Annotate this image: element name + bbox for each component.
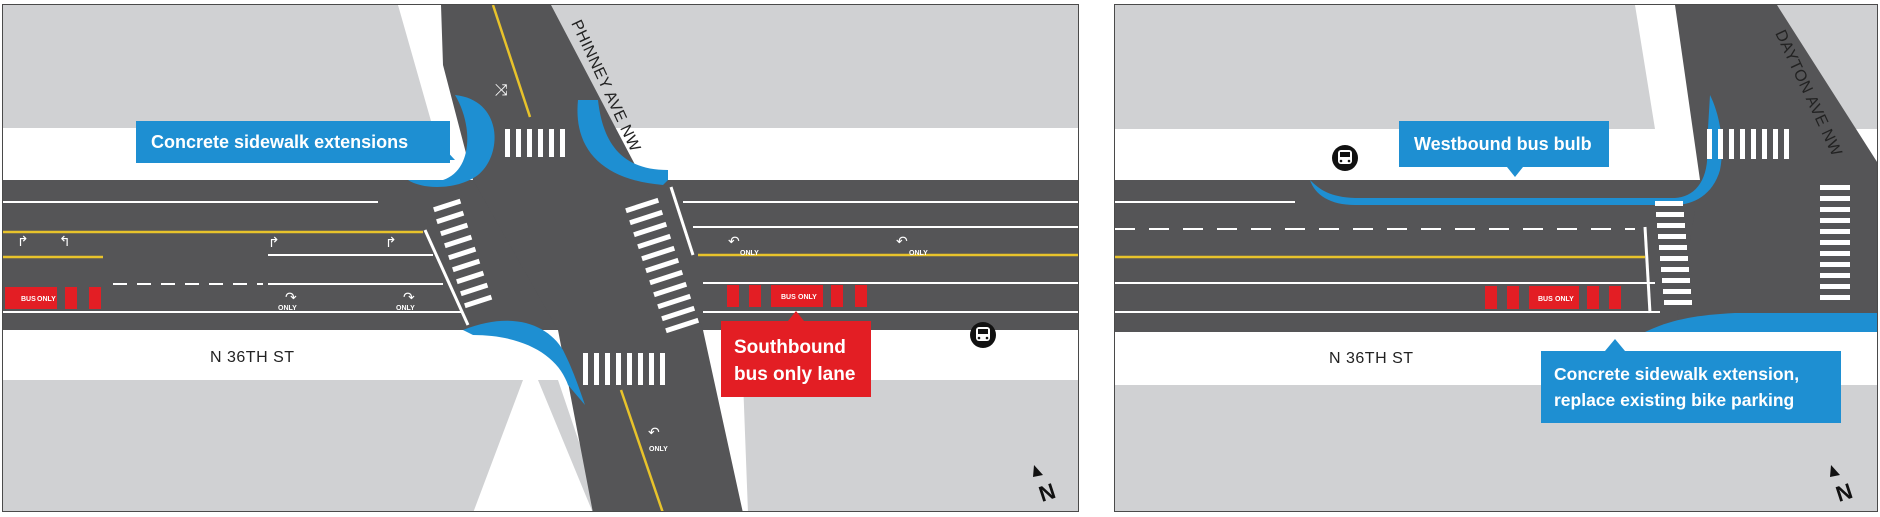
callout-bus-bulb: Westbound bus bulb [1399,121,1609,177]
bus-stop-icon [1332,145,1358,171]
callout-label: Concrete sidewalk extensions [151,132,408,152]
center-line [491,5,532,118]
callout-bus-only-lane: Southbound bus only lane [721,311,871,397]
crosswalk-south [583,353,665,385]
sidewalk-extension-south [1645,313,1877,332]
north-arrow-icon: N [1033,465,1059,507]
north-arrow-icon: N [1830,465,1856,507]
callout-label: Westbound bus bulb [1414,134,1592,154]
svg-text:↶: ↶ [896,234,908,250]
bus-lane-text: BUS [21,296,36,303]
bus-lane-west: BUS ONLY [1485,286,1621,309]
bus-lane-east: BUS ONLY [727,285,867,307]
right-map-panel: BUS ONLY N 36TH ST DAYTON AVE NW Westbou… [1114,4,1878,512]
stop-bar [423,229,470,326]
svg-text:↱: ↱ [268,235,280,251]
callout-sidewalk-extension: Concrete sidewalk extension, replace exi… [1541,339,1841,423]
svg-text:ONLY: ONLY [396,305,415,312]
bus-stop-icon [970,322,996,348]
crosswalk-east [1820,185,1850,300]
svg-text:↷: ↷ [285,290,297,306]
only-markings: ONLY ONLY ONLY ONLY ONLY [278,250,928,453]
callout-label-line1: Southbound [734,337,846,358]
svg-text:ONLY: ONLY [740,250,759,257]
bus-lane-text: BUS [1538,296,1553,303]
crosswalk-east [625,197,700,334]
svg-text:↱: ↱ [385,235,397,251]
left-intersection-map: BUS ONLY BUS ONLY ↱ ↰ ↱ ↱ ↷ ↷ ↶ ↶ ⤨ ↶ ONLY O… [3,5,1078,511]
sidewalk-extension-ne [577,100,668,185]
only-lane-text: ONLY [798,294,817,301]
svg-text:↶: ↶ [728,234,740,250]
crosswalk-north [1707,129,1789,159]
only-lane-text: ONLY [37,296,56,303]
north-label: N [1833,478,1856,507]
crosswalk-west [433,198,493,309]
callout-label-line1: Concrete sidewalk extension, [1554,364,1799,384]
turn-arrow-icon: ↱ ↰ ↱ ↱ ↷ ↷ ↶ ↶ ⤨ ↶ [17,80,908,441]
sidewalk-extension-sw [463,320,585,405]
svg-text:ONLY: ONLY [909,250,928,257]
svg-text:↰: ↰ [59,234,71,250]
left-map-panel: BUS ONLY BUS ONLY ↱ ↰ ↱ ↱ ↷ ↷ ↶ ↶ ⤨ ↶ ONLY O… [2,4,1079,512]
sidewalk-extension-nw [408,95,495,187]
svg-text:ONLY: ONLY [649,446,668,453]
svg-text:↱: ↱ [17,234,29,250]
right-intersection-map: BUS ONLY N 36TH ST DAYTON AVE NW Westbou… [1115,5,1877,511]
crosswalk-west [1655,201,1692,305]
callout-label-line2: bus only lane [734,364,855,385]
svg-text:⤨: ⤨ [495,80,508,99]
bus-lane-text: BUS [781,294,796,301]
only-lane-text: ONLY [1555,296,1574,303]
stop-bar [669,186,695,256]
callout-label-line2: replace existing bike parking [1554,390,1794,410]
callout-sidewalk-extensions: Concrete sidewalk extensions [136,121,455,163]
stop-bar [1643,226,1652,314]
north-label: N [1036,478,1059,507]
crosswalk-north [505,129,565,157]
svg-text:↶: ↶ [648,425,660,441]
street-label-n-36th-st: N 36TH ST [1329,350,1414,367]
center-line [619,389,664,511]
dayton-ave-roadway [1655,5,1877,332]
svg-text:↷: ↷ [403,290,415,306]
svg-text:ONLY: ONLY [278,305,297,312]
bus-lane-west: BUS ONLY [5,287,101,309]
street-label-n-36th-st: N 36TH ST [210,349,295,366]
